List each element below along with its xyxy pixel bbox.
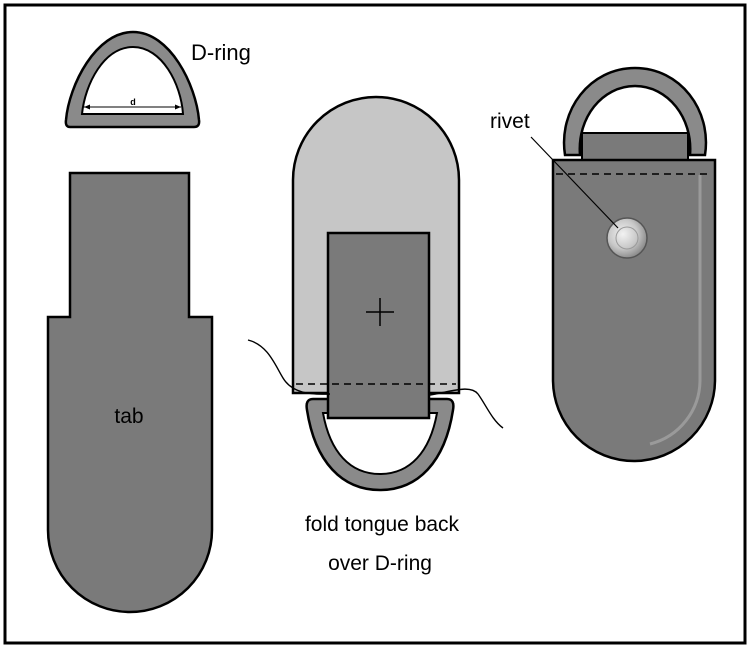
d-arrow-left	[84, 104, 90, 110]
d-ring-inner	[80, 45, 185, 115]
d-ring-label: D-ring	[191, 40, 251, 65]
finished-d-ring	[562, 66, 708, 157]
thread-left	[247, 339, 331, 395]
rivet-head	[606, 217, 648, 259]
finished-tab-body	[551, 158, 717, 463]
tab-label: tab	[114, 405, 143, 428]
d-label-bg	[126, 96, 140, 106]
finished-tab-figure	[530, 66, 717, 463]
ring-strap	[581, 132, 689, 161]
rivet-inner-ring	[615, 226, 639, 250]
rivet-label: rivet	[490, 110, 530, 133]
fold-instruction-line1: fold tongue back	[305, 513, 460, 536]
folded-tongue	[326, 231, 431, 420]
fold-figure	[247, 95, 504, 492]
fold-instruction-line2: over D-ring	[328, 552, 432, 575]
d-ring-figure	[64, 30, 201, 129]
fold-d-ring-inner	[321, 412, 439, 476]
d-dimension-label: d	[130, 97, 136, 107]
rivet-leader-line	[530, 136, 619, 229]
tab-piece	[46, 171, 214, 614]
thread-right	[429, 388, 504, 429]
d-arrow-right	[175, 104, 181, 110]
tab-highlight	[649, 175, 702, 446]
